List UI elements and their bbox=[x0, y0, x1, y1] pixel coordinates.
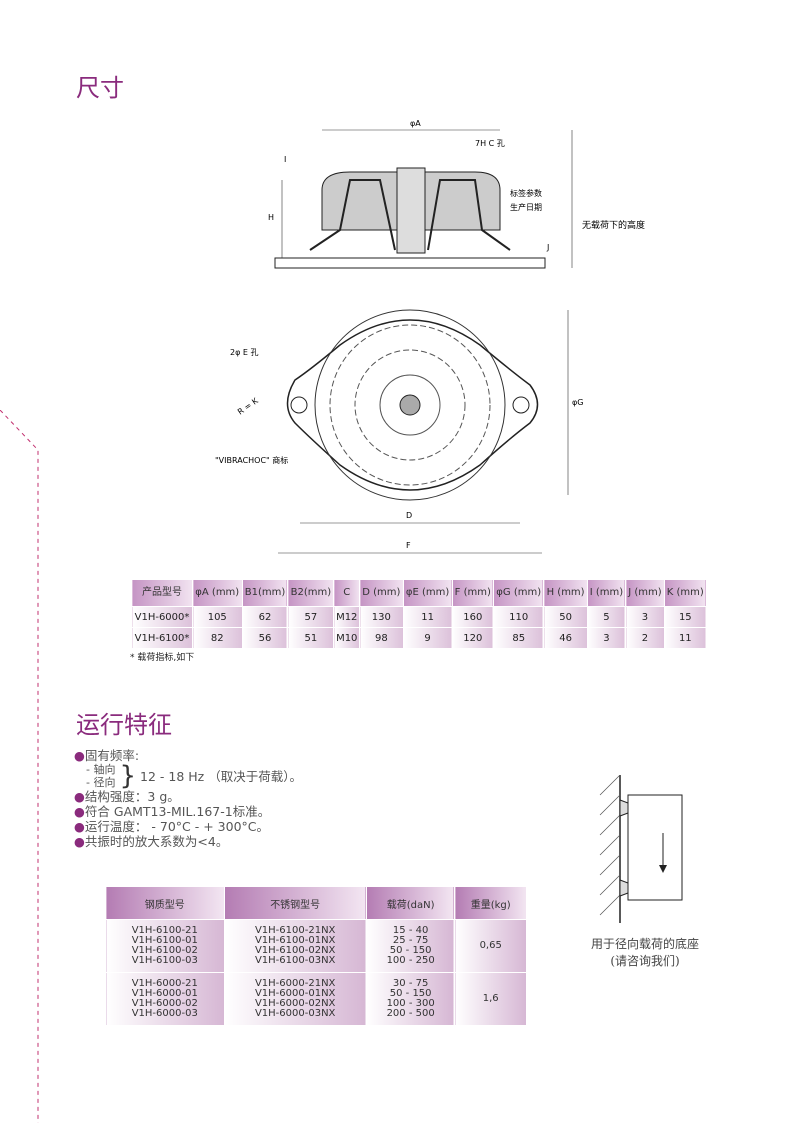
radial-mount-diagram bbox=[599, 775, 683, 923]
cell: 46 bbox=[543, 627, 588, 649]
feature-freq: 固有频率: bbox=[84, 748, 140, 763]
radial-caption: 用于径向载荷的底座 (请咨询我们) bbox=[575, 935, 715, 969]
cell: 130 bbox=[359, 606, 404, 628]
weight-cell: 1,6 bbox=[454, 972, 527, 1026]
label-J: J bbox=[546, 243, 549, 252]
header-cell: B1(mm) bbox=[241, 579, 289, 607]
label-H: H bbox=[268, 213, 274, 222]
feature-amp: 共振时的放大系数为<4。 bbox=[84, 834, 229, 849]
table-header-row: 钢质型号不锈钢型号载荷(daN)重量(kg) bbox=[105, 886, 527, 920]
cell: 160 bbox=[451, 606, 494, 628]
label-hole-e: 2φ E 孔 bbox=[230, 348, 259, 357]
header-cell: 载荷(daN) bbox=[365, 886, 456, 920]
label-params: 标签参数 bbox=[510, 188, 542, 198]
label-rk: R = K bbox=[236, 396, 260, 417]
cell: 11 bbox=[402, 606, 453, 628]
label-prod-date: 生产日期 bbox=[510, 202, 542, 212]
side-view-drawing: φA 7H C 孔 H I J 标签参数 生产日期 无载荷下的高度 bbox=[268, 119, 645, 269]
header-cell: 产品型号 bbox=[131, 579, 193, 607]
features-list: ●固有频率: - 轴向- 径向 } 12 - 18 Hz （取决于荷载）。 ●结… bbox=[74, 748, 302, 849]
cell: 3 bbox=[625, 606, 665, 628]
feature-strength: 结构强度：3 g。 bbox=[84, 789, 180, 804]
header-cell: D (mm) bbox=[359, 579, 404, 607]
cell: 120 bbox=[451, 627, 494, 649]
label-I: I bbox=[284, 155, 286, 164]
cell: 85 bbox=[492, 627, 545, 649]
cell: 56 bbox=[241, 627, 289, 649]
cell: 2 bbox=[625, 627, 665, 649]
section-title-dimensions: 尺寸 bbox=[76, 74, 124, 102]
table-note: * 载荷指标,如下 bbox=[130, 653, 195, 663]
label-brand: "VIBRACHOC" 商标 bbox=[215, 455, 288, 465]
header-cell: I (mm) bbox=[586, 579, 627, 607]
label-hole-c: 7H C 孔 bbox=[475, 139, 505, 148]
feature-freq-value: 12 - 18 Hz （取决于荷载）。 bbox=[140, 768, 302, 784]
feature-radial: - 径向 bbox=[86, 776, 116, 789]
cell: 110 bbox=[492, 606, 545, 628]
cell: V1H-6100* bbox=[131, 627, 193, 649]
cell: 3 bbox=[586, 627, 627, 649]
label-phiG: φG bbox=[572, 398, 583, 407]
cell: 82 bbox=[192, 627, 243, 649]
caption-line2: (请咨询我们) bbox=[610, 954, 680, 968]
top-view-drawing: 2φ E 孔 R = K "VIBRACHOC" 商标 φG D F bbox=[215, 309, 583, 554]
brace-icon: } bbox=[119, 760, 137, 791]
feature-temp: 运行温度： - 70°C - + 300°C。 bbox=[84, 819, 270, 834]
dashed-margin-line bbox=[0, 410, 39, 1123]
header-cell: J (mm) bbox=[625, 579, 665, 607]
cell: 15 bbox=[663, 606, 708, 628]
header-cell: B2(mm) bbox=[287, 579, 335, 607]
header-cell: 重量(kg) bbox=[454, 886, 527, 920]
cell: 5 bbox=[586, 606, 627, 628]
header-cell: H (mm) bbox=[543, 579, 588, 607]
cell: 98 bbox=[359, 627, 404, 649]
cell: 11 bbox=[663, 627, 708, 649]
weight-cell: 0,65 bbox=[454, 919, 527, 973]
feature-standard: 符合 GAMT13-MIL.167-1标准。 bbox=[84, 804, 271, 819]
cell: M12 bbox=[333, 606, 361, 628]
cell: 50 bbox=[543, 606, 588, 628]
header-cell: φA (mm) bbox=[192, 579, 243, 607]
header-cell: C bbox=[333, 579, 361, 607]
cell: 9 bbox=[402, 627, 453, 649]
label-phiA: φA bbox=[410, 119, 421, 128]
label-height-unloaded: 无载荷下的高度 bbox=[582, 219, 645, 231]
header-cell: 钢质型号 bbox=[105, 886, 225, 920]
header-cell: K (mm) bbox=[663, 579, 708, 607]
cell: 62 bbox=[241, 606, 289, 628]
header-cell: 不锈钢型号 bbox=[223, 886, 367, 920]
feature-axial: - 轴向 bbox=[86, 763, 116, 776]
cell: 105 bbox=[192, 606, 243, 628]
caption-line1: 用于径向载荷的底座 bbox=[590, 937, 699, 951]
cell: 57 bbox=[287, 606, 335, 628]
label-F: F bbox=[406, 541, 411, 550]
cell: M10 bbox=[333, 627, 361, 649]
cell: 51 bbox=[287, 627, 335, 649]
section-title-characteristics: 运行特征 bbox=[76, 711, 172, 739]
header-cell: F (mm) bbox=[451, 579, 494, 607]
header-cell: φE (mm) bbox=[402, 579, 453, 607]
cell: V1H-6000* bbox=[131, 606, 193, 628]
label-D: D bbox=[406, 511, 412, 520]
header-cell: φG (mm) bbox=[492, 579, 545, 607]
